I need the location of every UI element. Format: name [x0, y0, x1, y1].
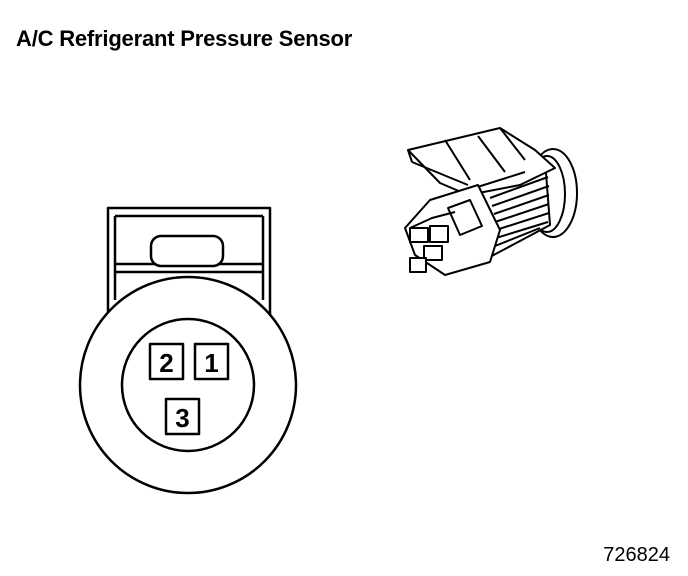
- connector-latch-arm: [407, 127, 556, 196]
- terminal-opening: [423, 245, 443, 261]
- pin-3-box: [164, 397, 201, 436]
- figure-number: 726824: [603, 544, 670, 566]
- terminal-opening: [409, 227, 429, 243]
- latch-button: [149, 234, 225, 268]
- connector-face-view: [78, 206, 298, 495]
- connector-isometric-view: [404, 127, 578, 276]
- terminal-opening: [429, 225, 449, 243]
- pin-1-label: 1: [204, 348, 218, 378]
- pin-2-box: [148, 342, 185, 381]
- connector-latch: [113, 214, 265, 300]
- pin-3-label: 3: [175, 403, 189, 433]
- diagram-title: A/C Refrigerant Pressure Sensor: [16, 26, 353, 51]
- pin-2-label: 2: [159, 348, 173, 378]
- terminal-opening: [409, 257, 427, 273]
- pin-1-box: [193, 342, 230, 381]
